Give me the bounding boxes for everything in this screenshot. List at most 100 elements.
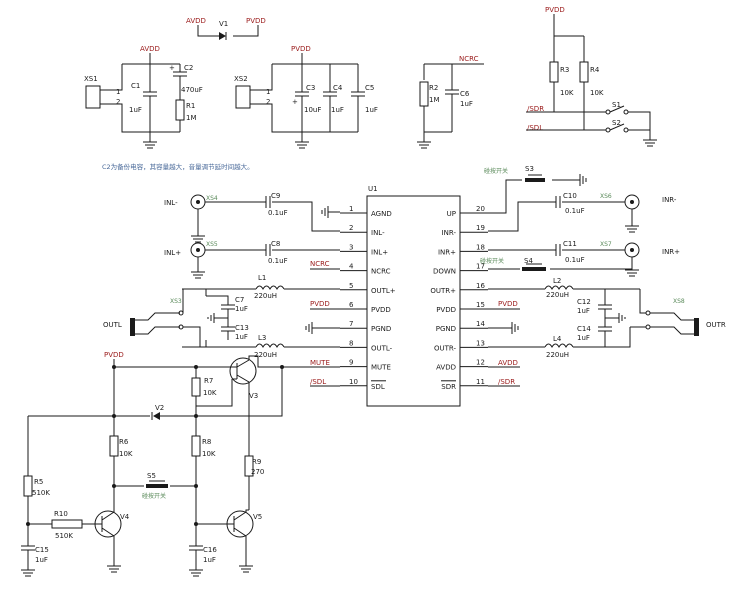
svg-text:C1: C1 — [131, 82, 140, 90]
left-output-section: L1 220uH C7 1uF PVDD C13 1uF L3 220uH XS… — [103, 274, 340, 359]
pvdd-label-c3: PVDD — [291, 45, 311, 53]
u1-left-pins: 1AGND2INL-3INL+4NCRC5OUTL+6PVDD7PGND8OUT… — [340, 205, 396, 391]
u1-pin-name: AVDD — [436, 364, 456, 372]
svg-text:1uF: 1uF — [460, 100, 473, 108]
u1-pin-number: 9 — [349, 359, 353, 367]
svg-text:1: 1 — [116, 88, 120, 96]
outl-jack-icon — [130, 318, 135, 336]
svg-text:C6: C6 — [460, 90, 470, 98]
u1-pin-number: 2 — [349, 224, 353, 232]
svg-text:2: 2 — [266, 98, 270, 106]
u1-pin-name: PGND — [371, 325, 391, 333]
svg-text:510K: 510K — [32, 489, 50, 497]
svg-text:510K: 510K — [55, 532, 73, 540]
svg-text:C15: C15 — [35, 546, 49, 554]
svg-text:XS2: XS2 — [234, 75, 248, 83]
avdd-label-c1: AVDD — [140, 45, 160, 53]
v1-diode-group: AVDD PVDD V1 — [186, 17, 266, 40]
svg-text:+: + — [292, 98, 298, 106]
u1-pin-name: AGND — [371, 210, 392, 218]
svg-text:270: 270 — [251, 468, 264, 476]
svg-text:XS3: XS3 — [170, 298, 182, 305]
u1-pin-number: 4 — [349, 263, 354, 271]
xs1-connector-icon — [85, 85, 101, 109]
svg-text:C10: C10 — [563, 192, 577, 200]
svg-text:R7: R7 — [204, 377, 213, 385]
u1-pin-name: INR+ — [438, 248, 456, 256]
svg-text:1M: 1M — [429, 96, 440, 104]
mute-section: MUTE /SDL — [156, 359, 340, 417]
svg-text:C7: C7 — [235, 296, 244, 304]
svg-text:10uF: 10uF — [304, 106, 321, 114]
inr-minus-label: INR- — [662, 196, 677, 204]
svg-text:C16: C16 — [203, 546, 217, 554]
svg-text:220uH: 220uH — [546, 291, 569, 299]
svg-text:C4: C4 — [333, 84, 343, 92]
mute-pin-label: MUTE — [310, 359, 330, 367]
v1-label: V1 — [219, 20, 228, 28]
svg-text:R2: R2 — [429, 84, 438, 92]
u1-pin-number: 1 — [349, 205, 353, 213]
svg-text:R5: R5 — [34, 478, 43, 486]
svg-text:R1: R1 — [186, 102, 195, 110]
svg-text:L3: L3 — [258, 334, 266, 342]
svg-text:10K: 10K — [202, 450, 216, 458]
svg-text:1uF: 1uF — [203, 556, 216, 564]
ncrc-label-top: NCRC — [459, 55, 479, 63]
avdd-pin-label: AVDD — [498, 359, 518, 367]
u1-pin-name: PVDD — [436, 306, 456, 314]
u1-pin-name: PVDD — [371, 306, 391, 314]
outl-label: OUTL — [103, 321, 122, 329]
c2-note: C2为备份电容，其容量越大，音量调节延时间越大。 — [102, 162, 254, 171]
outr-jack-icon — [694, 318, 699, 336]
svg-text:10K: 10K — [590, 89, 604, 97]
inl-minus-label: INL- — [164, 199, 178, 207]
svg-text:220uH: 220uH — [254, 292, 277, 300]
svg-text:1uF: 1uF — [577, 334, 590, 342]
ncrc-pin-label: NCRC — [310, 260, 330, 268]
avdd-label-top: AVDD — [186, 17, 206, 25]
u1-pin-name: SDR — [441, 383, 456, 391]
svg-text:C9: C9 — [271, 192, 280, 200]
svg-text:R4: R4 — [590, 66, 600, 74]
svg-text:V3: V3 — [249, 392, 258, 400]
u1-pin-name: DOWN — [433, 268, 456, 276]
sdr-net-label: /SDR — [527, 105, 544, 113]
u1-pin-number: 20 — [476, 205, 485, 213]
u1-pin-number: 18 — [476, 243, 485, 251]
sdr-sdl-switch-group: PVDD R3 10K R4 10K /SDR /SDL S1 S2 — [526, 6, 657, 147]
u1-pin-name: UP — [447, 210, 456, 218]
svg-text:C8: C8 — [271, 240, 280, 248]
svg-text:10K: 10K — [119, 450, 133, 458]
pvdd-label-top: PVDD — [246, 17, 266, 25]
inl-plus-label: INL+ — [164, 249, 181, 257]
svg-text:L2: L2 — [553, 277, 561, 285]
svg-text:S1: S1 — [612, 101, 621, 109]
svg-text:XS6: XS6 — [600, 193, 612, 200]
svg-text:C13: C13 — [235, 324, 249, 332]
u1-pin-number: 19 — [476, 224, 485, 232]
svg-text:V5: V5 — [253, 513, 262, 521]
svg-text:1uF: 1uF — [35, 556, 48, 564]
svg-text:0.1uF: 0.1uF — [268, 257, 288, 265]
svg-text:S3: S3 — [525, 165, 534, 173]
svg-text:碰按开关: 碰按开关 — [142, 492, 166, 500]
svg-text:C12: C12 — [577, 298, 591, 306]
svg-text:XS5: XS5 — [206, 241, 218, 248]
svg-text:L4: L4 — [553, 335, 562, 343]
svg-text:1uF: 1uF — [331, 106, 344, 114]
svg-text:+: + — [169, 64, 175, 72]
u1-pin-number: 13 — [476, 339, 485, 347]
u1-pin-name: INL- — [371, 229, 385, 237]
u1-pin-name: INL+ — [371, 248, 388, 256]
